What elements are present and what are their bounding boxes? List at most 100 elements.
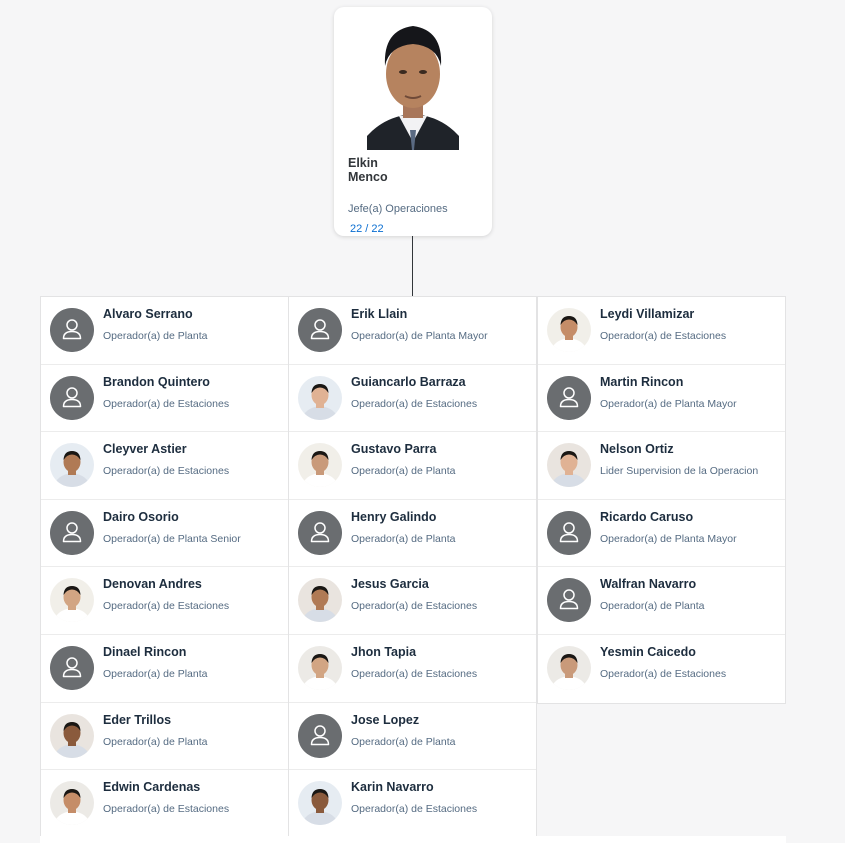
manager-card[interactable]: Elkin Menco Jefe(a) Operaciones 22 / 22	[334, 7, 492, 236]
employee-title: Operador(a) de Planta	[351, 735, 456, 748]
person-icon	[298, 308, 342, 352]
employee-name[interactable]: Jose Lopez	[351, 712, 420, 727]
employee-name[interactable]: Yesmin Caicedo	[600, 644, 696, 659]
employee-name[interactable]: Erik Llain	[351, 307, 408, 321]
employee-title: Operador(a) de Estaciones	[600, 667, 727, 680]
employee-photo	[547, 308, 591, 352]
employee-name[interactable]: Alvaro Serrano	[103, 307, 193, 321]
employee-name[interactable]: Ricardo Caruso	[600, 509, 694, 524]
person-icon	[547, 578, 591, 623]
person-icon	[50, 645, 94, 690]
employee-title: Lider Supervision de la Operacion	[600, 465, 759, 478]
manager-first-name: Elkin	[348, 156, 378, 170]
person-icon	[547, 510, 591, 555]
employee-photo	[50, 713, 94, 758]
employee-name[interactable]: Jhon Tapia	[351, 644, 417, 659]
employee-name[interactable]: Henry Galindo	[351, 509, 437, 524]
employee-title: Operador(a) de Planta	[600, 600, 705, 613]
employee-title: Operador(a) de Planta	[351, 532, 456, 545]
manager-photo	[367, 26, 459, 150]
employee-name[interactable]: Gustavo Parra	[351, 442, 437, 457]
employee-photo	[298, 375, 342, 420]
employee-name[interactable]: Walfran Navarro	[600, 577, 697, 592]
employee-title: Operador(a) de Estaciones	[351, 667, 478, 680]
employee-photo	[50, 443, 94, 488]
employee-photo	[50, 781, 94, 826]
employee-title: Operador(a) de Planta	[103, 667, 208, 680]
employee-name[interactable]: Edwin Cardenas	[103, 780, 201, 795]
employee-name[interactable]: Nelson Ortiz	[600, 442, 674, 457]
org-connector-line	[412, 236, 413, 296]
employee-name[interactable]: Guiancarlo Barraza	[351, 374, 466, 389]
employee-name[interactable]: Brandon Quintero	[103, 374, 210, 389]
employee-photo	[50, 578, 94, 623]
manager-last-name: Menco	[348, 170, 388, 184]
person-icon	[547, 375, 591, 420]
employee-photo	[298, 781, 342, 826]
employee-name[interactable]: Denovan Andres	[103, 577, 202, 592]
person-icon	[50, 308, 94, 352]
employee-photo	[298, 443, 342, 488]
employee-title: Operador(a) de Estaciones	[103, 803, 230, 816]
employee-title: Operador(a) de Planta Mayor	[351, 330, 488, 342]
employee-photo	[547, 443, 591, 488]
employee-photo	[547, 645, 591, 690]
person-icon	[50, 375, 94, 420]
person-icon	[50, 510, 94, 555]
employee-title: Operador(a) de Planta Mayor	[600, 532, 737, 545]
direct-reports-count[interactable]: 22 / 22	[350, 223, 384, 235]
employee-title: Operador(a) de Estaciones	[103, 465, 230, 478]
employee-title: Operador(a) de Planta	[103, 735, 208, 748]
employee-name[interactable]: Cleyver Astier	[103, 442, 187, 457]
person-icon	[298, 510, 342, 555]
employee-title: Operador(a) de Estaciones	[600, 330, 727, 342]
employee-title: Operador(a) de Estaciones	[103, 397, 230, 410]
employee-photo	[298, 578, 342, 623]
manager-name[interactable]: Elkin Menco	[348, 156, 478, 184]
employee-photo	[298, 645, 342, 690]
employee-title: Operador(a) de Planta	[351, 465, 456, 478]
employee-title: Operador(a) de Estaciones	[351, 803, 478, 816]
employee-title: Operador(a) de Planta Senior	[103, 532, 241, 545]
manager-title: Jefe(a) Operaciones	[348, 203, 448, 215]
employee-name[interactable]: Dinael Rincon	[103, 644, 187, 659]
employee-name[interactable]: Jesus Garcia	[351, 577, 429, 592]
employee-name[interactable]: Leydi Villamizar	[600, 307, 695, 321]
employee-name[interactable]: Eder Trillos	[103, 712, 172, 727]
employee-name[interactable]: Martin Rincon	[600, 374, 684, 389]
person-icon	[298, 713, 342, 758]
employee-title: Operador(a) de Estaciones	[351, 397, 478, 410]
list-bottom-edge	[40, 836, 786, 843]
employee-name[interactable]: Dairo Osorio	[103, 509, 179, 524]
employee-title: Operador(a) de Planta Mayor	[600, 397, 737, 410]
employee-title: Operador(a) de Estaciones	[103, 600, 230, 613]
employee-name[interactable]: Karin Navarro	[351, 780, 434, 795]
employee-title: Operador(a) de Planta	[103, 330, 208, 342]
employee-title: Operador(a) de Estaciones	[351, 600, 478, 613]
